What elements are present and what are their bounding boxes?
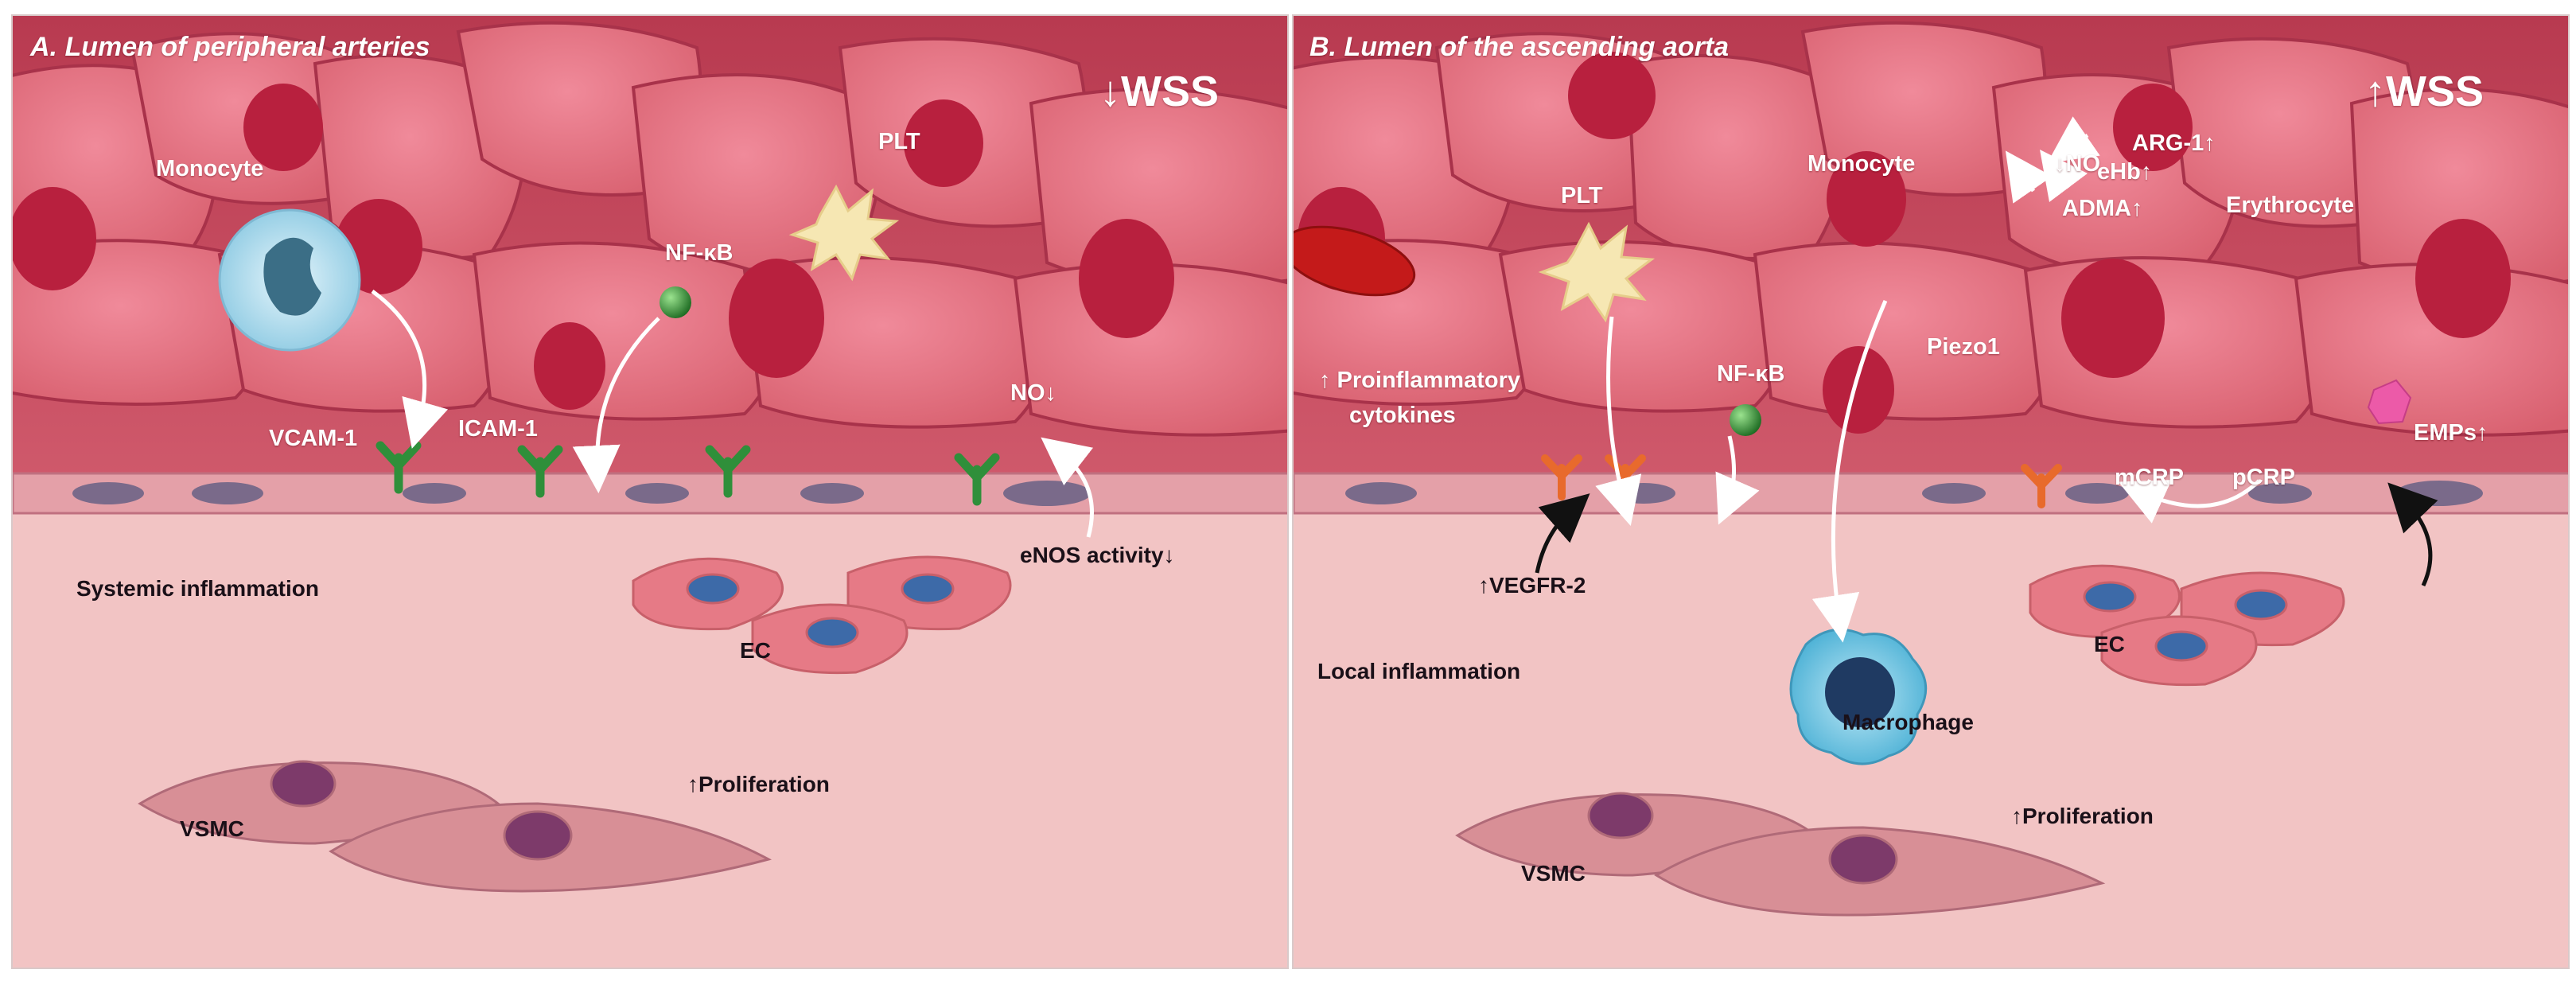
vsmc-cells: [138, 760, 772, 893]
wss-indicator: ↑WSS: [2364, 68, 2485, 115]
monocyte-label: Monocyte: [1807, 151, 1916, 177]
endothelial-cells-cluster: [2029, 564, 2345, 687]
panel-a: A. Lumen of peripheral arteries ↓WSS Mon…: [11, 14, 1289, 969]
panel-a-illustration: [13, 16, 1287, 968]
piezo-label: Piezo1: [1927, 334, 2000, 360]
endothelial-cell: [1753, 241, 2063, 421]
emps-particle: [2367, 379, 2412, 425]
platelet: [788, 184, 900, 282]
no-label: ↓NO: [2054, 151, 2100, 177]
nucleus: [13, 187, 96, 290]
nucleus: [243, 84, 323, 171]
adhesion-receptors: [376, 441, 1000, 506]
mcrp-label: mCRP: [2115, 465, 2185, 490]
enos-label: eNOS activity↓: [1020, 543, 1175, 567]
arg-label: ARG-1↑: [2132, 130, 2216, 156]
ec-label: EC: [740, 638, 771, 663]
proliferation-label: ↑Proliferation: [2011, 804, 2154, 828]
panel-b: B. Lumen of the ascending aorta ↑WSS Mon…: [1292, 14, 2570, 969]
vcam-label: VCAM-1: [269, 426, 358, 451]
vsmc-label: VSMC: [180, 816, 244, 841]
nfkb-label: NF-κB: [1717, 361, 1785, 387]
lining-nuclei: [72, 481, 1091, 506]
erythrocyte-cell: [1294, 225, 1416, 297]
panel-b-title: B. Lumen of the ascending aorta: [1309, 32, 1730, 62]
nfkb-label: NF-κB: [665, 240, 733, 266]
proliferation-label: ↑Proliferation: [687, 772, 830, 796]
wss-indicator: ↓WSS: [1099, 68, 1220, 115]
cytokines-label-line1: ↑ Proinflammatory: [1319, 368, 1520, 393]
panel-a-title: A. Lumen of peripheral arteries: [30, 32, 430, 62]
ehb-label: eHb↑: [2097, 159, 2153, 185]
pcrp-label: pCRP: [2232, 465, 2295, 490]
local-inflammation-label: Local inflammation: [1317, 659, 1521, 683]
panel-b-illustration: [1294, 16, 2568, 968]
regulation-arrows: [1535, 482, 2438, 587]
icam-label: ICAM-1: [458, 416, 538, 442]
emps-label: EMPs↑: [2414, 420, 2488, 446]
systemic-inflammation-label: Systemic inflammation: [76, 576, 319, 601]
macrophage-label: Macrophage: [1843, 710, 1974, 734]
vsmc-cells: [1455, 792, 2106, 917]
pathway-arrows: [371, 289, 1094, 538]
cytokines-label-line2: cytokines: [1349, 403, 1456, 428]
pathway-arrows: [1595, 116, 2261, 643]
monocyte-cell: [218, 208, 361, 352]
plt-label: PLT: [878, 129, 920, 154]
nuclei: [13, 84, 1174, 410]
platelet: [1538, 221, 1656, 323]
nucleus: [904, 99, 983, 187]
vegfr-label: ↑VEGFR-2: [1478, 573, 1586, 598]
nucleus: [729, 259, 824, 378]
nfkb-molecule: [1730, 404, 1761, 436]
adma-label: ADMA↑: [2062, 196, 2143, 221]
erythrocyte-label: Erythrocyte: [2226, 193, 2355, 218]
macrophage-cell: [1789, 628, 1928, 765]
nucleus: [1079, 219, 1174, 338]
monocyte-label: Monocyte: [156, 156, 264, 181]
no-label: NO↓: [1010, 380, 1056, 406]
endothelial-cells-cluster: [632, 555, 1012, 675]
nfkb-molecule: [660, 286, 691, 318]
plt-label: PLT: [1561, 183, 1603, 208]
vsmc-label: VSMC: [1521, 861, 1586, 886]
nucleus: [534, 322, 605, 410]
ec-label: EC: [2094, 632, 2125, 656]
